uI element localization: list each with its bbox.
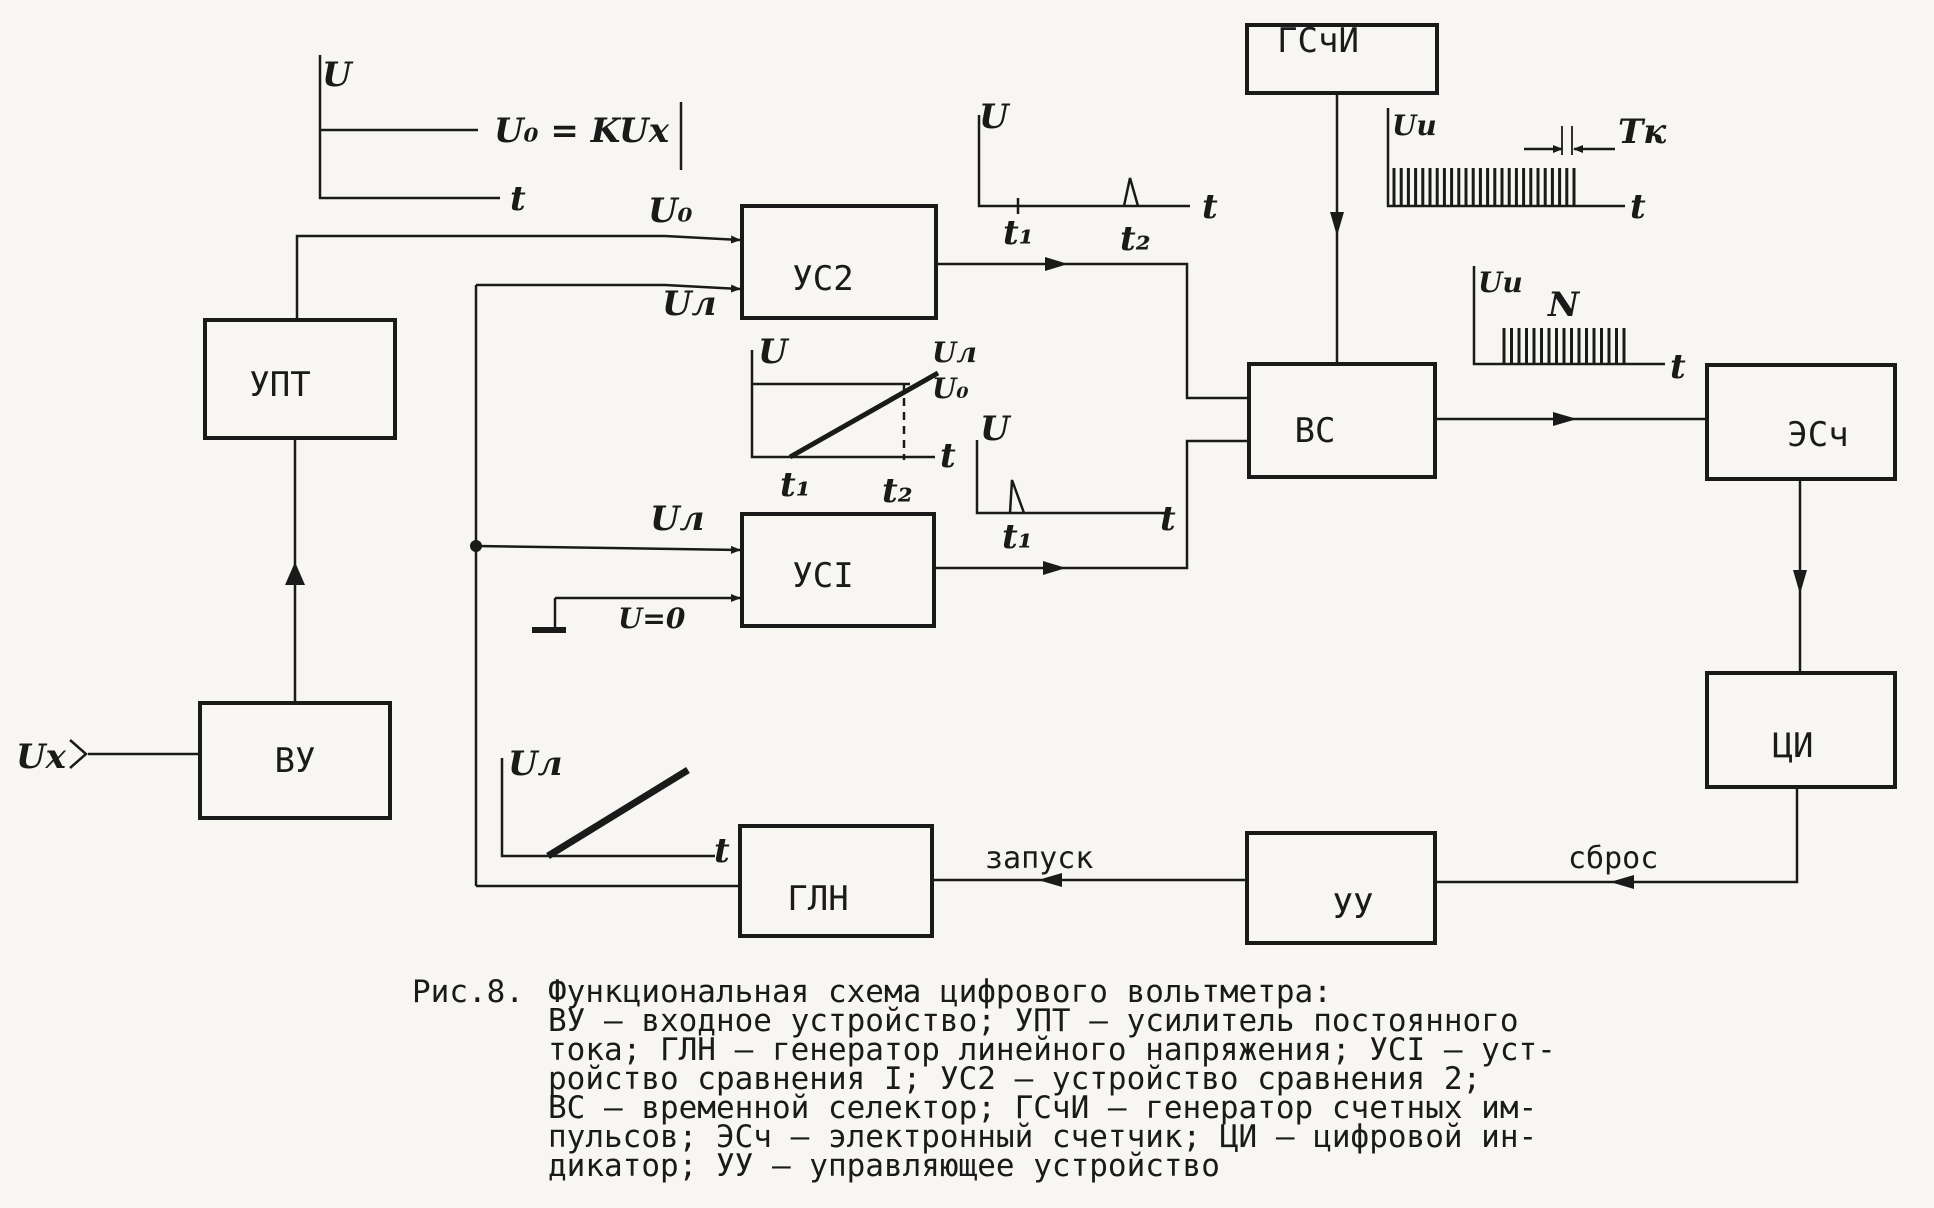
- label-ux: Uх: [16, 737, 67, 777]
- plot-ramp-y-label: U: [758, 332, 790, 372]
- plot-gschi-pulses: Uи Tк t: [1386, 108, 1667, 227]
- label-ul-us2: Uл: [662, 284, 717, 324]
- pulse-train-counted: [1502, 328, 1626, 364]
- wire-us1-vs: [934, 439, 1249, 570]
- wire-ul-us1: [475, 544, 741, 554]
- plot-gschi-x-label: t: [1630, 187, 1646, 227]
- wire-us2-vs: [936, 262, 1249, 400]
- plot-gschi-y-label: Uи: [1392, 109, 1437, 142]
- arrow-vs-esch: [1553, 412, 1577, 426]
- plot-u0-x-label: t: [510, 179, 526, 219]
- plot-counted-x-label: t: [1670, 347, 1686, 387]
- block-tsi-label: ЦИ: [1773, 726, 1814, 766]
- plot-ramp-compare: U Uл U₀ t t₁ t₂: [750, 332, 977, 511]
- plot-gln-ramp: Uл t: [500, 744, 730, 871]
- block-us1: УСI: [740, 512, 936, 628]
- block-esch: ЭСч: [1705, 363, 1897, 481]
- plot-us1-x-label: t: [1160, 499, 1176, 539]
- caption-line-1: ВУ – входное устройство; УПТ – усилитель…: [548, 1003, 1519, 1039]
- plot-ramp-u0: U₀: [932, 372, 969, 405]
- caption-line-3: ройство сравнения I; УС2 – устройство ср…: [548, 1061, 1482, 1097]
- block-us1-label: УСI: [792, 556, 853, 596]
- caption-lead: Рис.8.: [412, 974, 524, 1010]
- plot-u0: U t U₀ = KUх: [318, 55, 683, 219]
- plot-us2-x-label: t: [1202, 187, 1218, 227]
- wire-u0-us2: [664, 234, 741, 244]
- plot-counted-y-label: Uи: [1478, 266, 1523, 299]
- arrow-uu-gln: [1038, 873, 1062, 887]
- wire-upt-up: [295, 234, 665, 320]
- label-u-zero: U=0: [618, 602, 686, 635]
- connections: [69, 93, 1807, 889]
- figure-caption: Рис.8. Функциональная схема цифрового во…: [412, 974, 1812, 1184]
- voltmeter-diagram: ВУ УПТ УС2 УСI ГЛН ВС ГСчИ ЭСч ЦИ УУ: [16, 21, 1897, 945]
- plot-u0-y-label: U: [322, 55, 354, 95]
- plot-ramp-t2: t₂: [882, 471, 913, 511]
- label-zapusk: запуск: [985, 841, 1093, 876]
- block-vu-label: ВУ: [275, 741, 316, 781]
- plot-us2-t2: t₂: [1120, 219, 1151, 259]
- plot-us1-y-label: U: [980, 409, 1012, 449]
- block-gschi-label: ГСчИ: [1277, 21, 1359, 61]
- plot-gln-y-label: Uл: [508, 744, 563, 784]
- block-us2-label: УС2: [792, 259, 853, 299]
- label-ul-us1: Uл: [650, 499, 705, 539]
- caption-line-5: пульсов; ЭСч – электронный счетчик; ЦИ –…: [548, 1119, 1538, 1155]
- block-us2: УС2: [740, 204, 938, 320]
- block-vs: ВС: [1247, 362, 1437, 479]
- plot-ramp-ul: Uл: [932, 336, 977, 369]
- block-upt-label: УПТ: [249, 365, 310, 405]
- wire-ul-us2: [664, 283, 741, 293]
- plot-u0-equation: U₀ = KUх: [494, 111, 670, 151]
- plot-ramp-x-label: t: [940, 436, 956, 476]
- caption-line-2: тока; ГЛН – генератор линейного напряжен…: [548, 1032, 1556, 1068]
- input-terminal: [69, 739, 88, 769]
- block-esch-label: ЭСч: [1787, 415, 1848, 455]
- arrow-gschi-vs: [1330, 212, 1344, 236]
- plot-us1-out: U t t₁: [975, 409, 1176, 557]
- arrow-vu-upt: [285, 562, 305, 585]
- label-sbros: сброс: [1568, 841, 1658, 876]
- label-u0: U₀: [648, 191, 693, 231]
- block-tsi: ЦИ: [1705, 671, 1897, 789]
- arrow-esch-tsi: [1793, 570, 1807, 594]
- plot-us2-y-label: U: [979, 97, 1011, 137]
- block-gschi: ГСчИ: [1245, 21, 1439, 95]
- plot-gln-x-label: t: [714, 831, 730, 871]
- plot-ramp-t1: t₁: [780, 465, 811, 505]
- block-upt: УПТ: [203, 318, 397, 440]
- arrow-us2-vs: [1045, 257, 1068, 271]
- plot-counted-n: N: [1547, 285, 1581, 325]
- plot-us2-t1: t₁: [1003, 213, 1034, 253]
- caption-line-4: ВС – временной селектор; ГСчИ – генерато…: [548, 1090, 1538, 1126]
- arrow-us1-vs: [1043, 561, 1066, 575]
- plot-us1-t1: t₁: [1002, 517, 1033, 557]
- block-vs-label: ВС: [1295, 411, 1336, 451]
- block-gln: ГЛН: [738, 824, 934, 938]
- block-uu: УУ: [1245, 831, 1437, 945]
- plot-gschi-tk: Tк: [1618, 112, 1667, 152]
- caption-line-6: дикатор; УУ – управляющее устройство: [548, 1148, 1220, 1184]
- block-uu-label: УУ: [1333, 887, 1374, 927]
- wire-tsi-uu: [1435, 787, 1799, 884]
- block-vu: ВУ: [198, 701, 392, 820]
- plot-counted-pulses: Uи N t: [1472, 266, 1686, 387]
- plot-us2-out: U t t₁ t₂: [977, 97, 1218, 259]
- caption-line-0: Функциональная схема цифрового вольтметр…: [548, 974, 1332, 1010]
- block-gln-label: ГЛН: [787, 879, 848, 919]
- pulse-train-top: [1392, 168, 1576, 206]
- arrow-tsi-uu: [1610, 875, 1634, 889]
